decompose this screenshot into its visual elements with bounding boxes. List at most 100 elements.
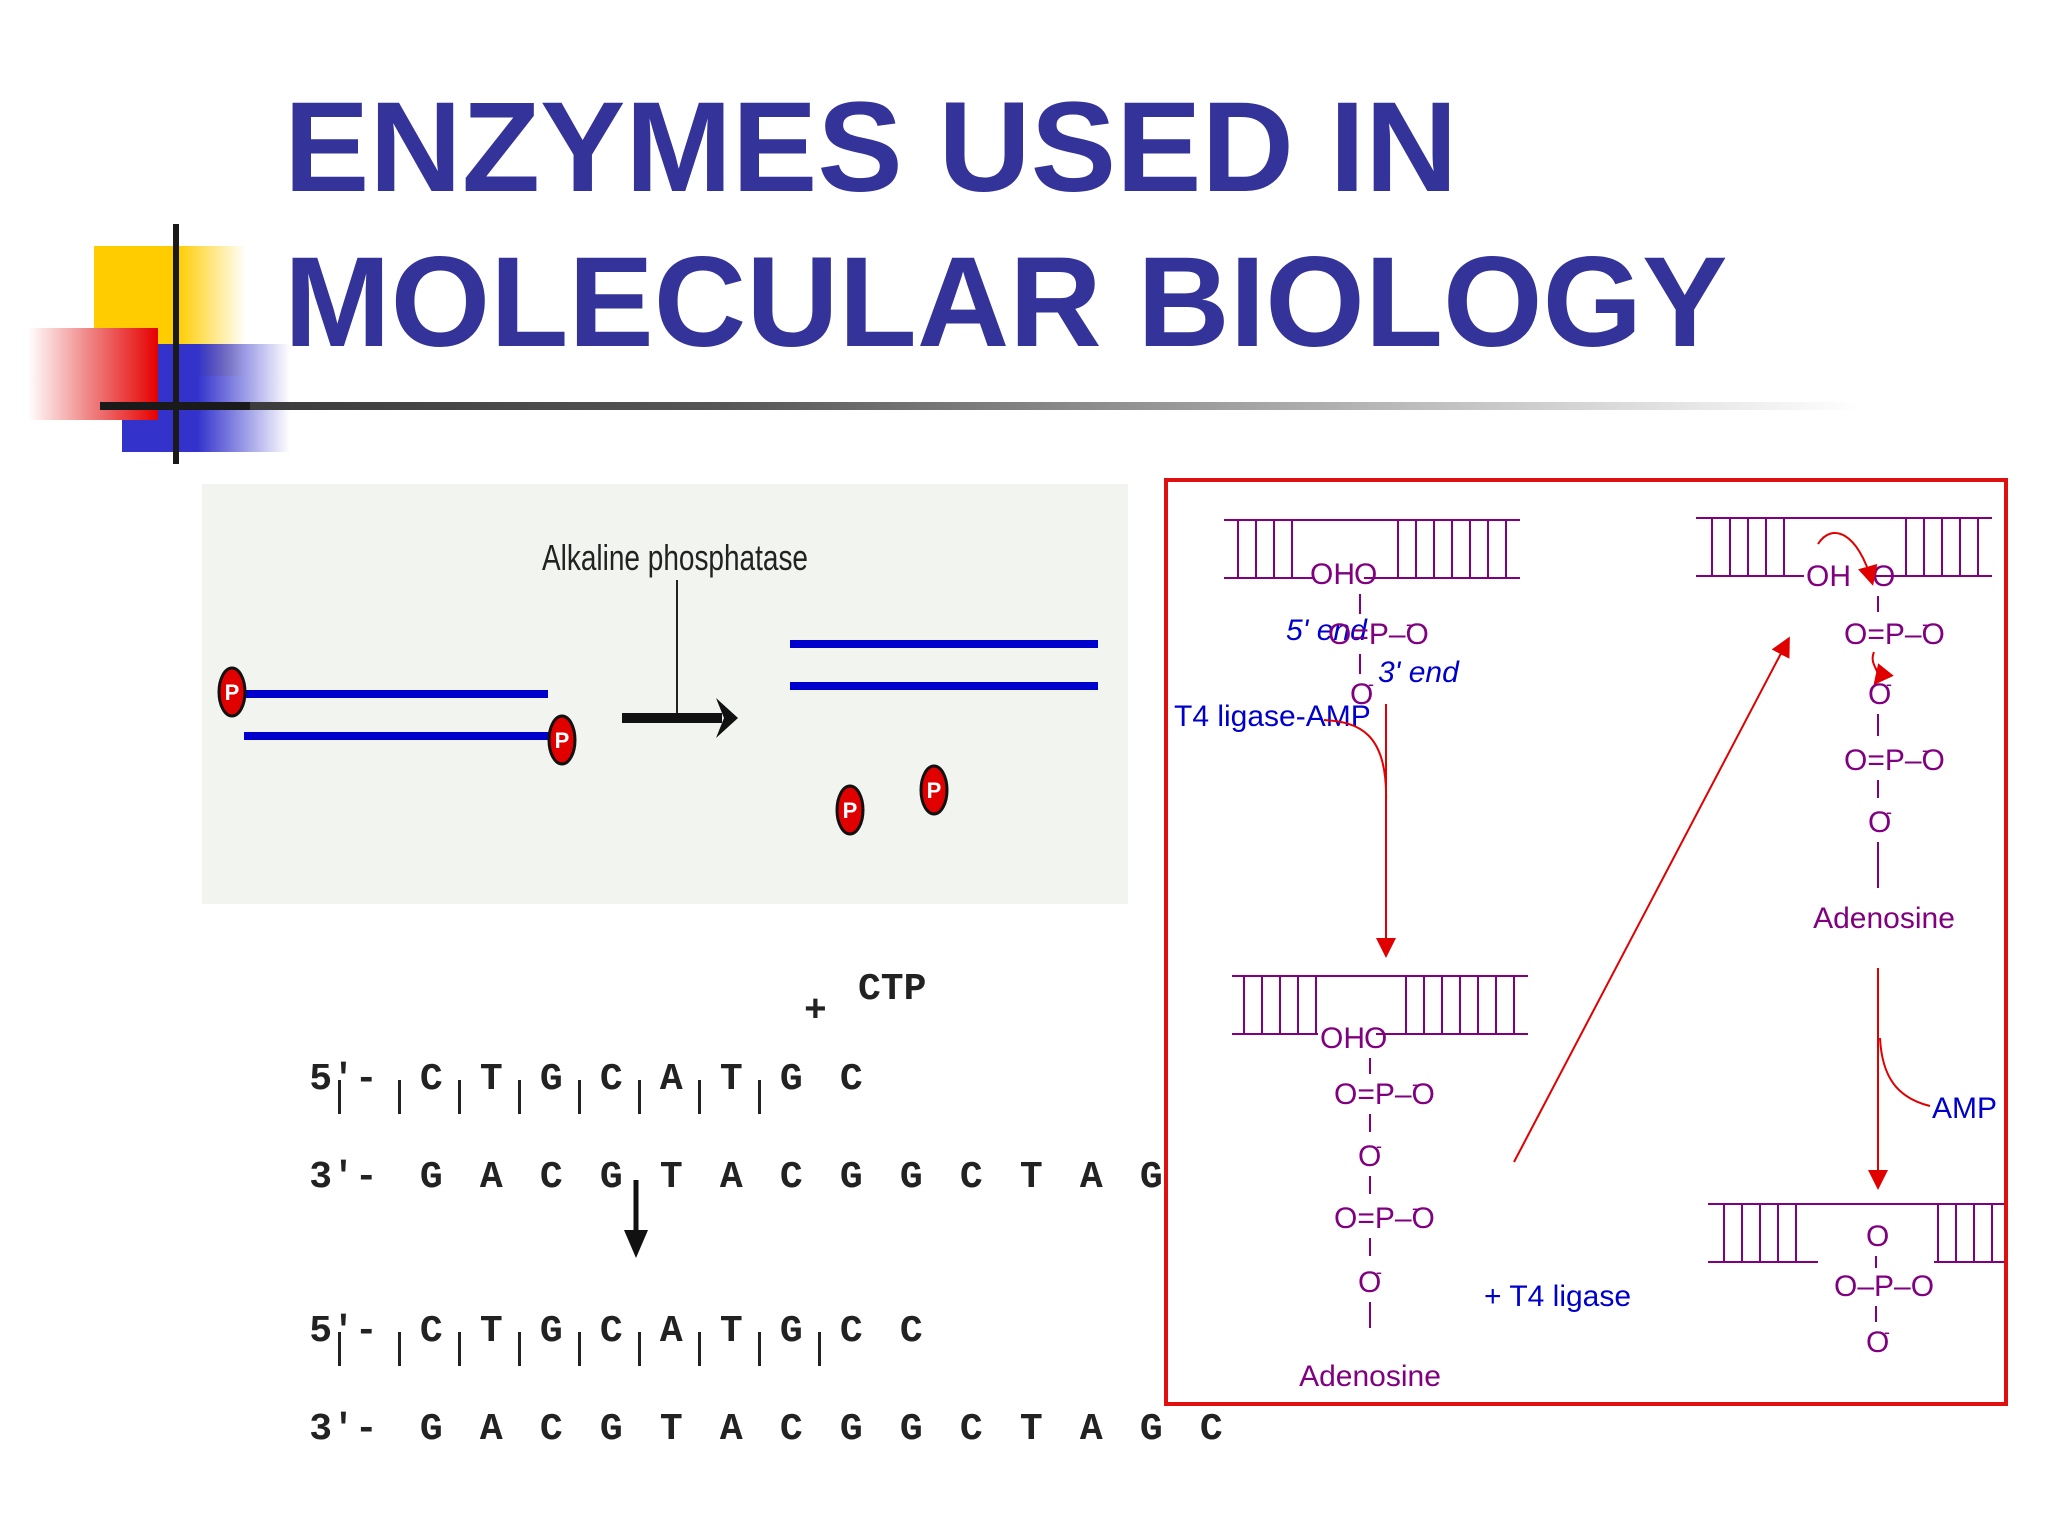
- nucleotide-base: G: [839, 1408, 863, 1451]
- base-pair-bond: [638, 1332, 641, 1366]
- oxygen-minus-label: O: [1358, 1266, 1381, 1299]
- base-pair-bond: [758, 1332, 761, 1366]
- base-pair-bond: [698, 1332, 701, 1366]
- oxygen-minus-label: O: [1350, 678, 1373, 711]
- nucleotide-base: C: [419, 1310, 443, 1353]
- nucleotide-base: C: [839, 1058, 863, 1101]
- phosphate-group-label: O=P–O: [1334, 1078, 1435, 1111]
- hydroxyl-label: OH: [1310, 558, 1355, 591]
- nucleotide-base: T: [1019, 1156, 1043, 1199]
- nucleotide-base: C: [779, 1408, 803, 1451]
- alkaline-phosphatase-diagram: Alkaline phosphatase P P P P: [202, 484, 1128, 904]
- phosphodiester-bond-label: O–P–O: [1834, 1270, 1934, 1303]
- adenosine-label: Adenosine: [1299, 1360, 1441, 1393]
- base-pair-bond: [638, 1080, 641, 1114]
- charge-minus: -: [1406, 614, 1412, 634]
- hydroxyl-label: OH: [1320, 1022, 1365, 1055]
- nucleotide-base: G: [779, 1058, 803, 1101]
- oxygen-minus-label: O: [1866, 1326, 1889, 1359]
- nucleotide-base: C: [959, 1408, 983, 1451]
- phosphate-group-label: O=P–O: [1844, 744, 1945, 777]
- nucleotide-base: T: [479, 1310, 503, 1353]
- nucleotide-base: T: [719, 1058, 743, 1101]
- base-pair-bond: [458, 1080, 461, 1114]
- svg-text:P: P: [843, 798, 858, 823]
- plus-t4-ligase-label: + T4 ligase: [1484, 1280, 1631, 1313]
- base-pair-bond: [758, 1080, 761, 1114]
- oxygen-label: O: [1872, 560, 1895, 593]
- nucleotide-base: G: [539, 1058, 563, 1101]
- base-pair-bond: [398, 1080, 401, 1114]
- down-arrow-icon: [624, 1180, 648, 1258]
- base-pair-bond: [338, 1080, 341, 1114]
- charge-minus: -: [1376, 1262, 1382, 1282]
- base-pair-bond: [398, 1332, 401, 1366]
- nucleotide-base: A: [659, 1058, 683, 1101]
- nucleotide-base: G: [419, 1156, 443, 1199]
- enzyme-label: Alkaline phosphatase: [542, 537, 808, 578]
- nucleotide-base: A: [719, 1156, 743, 1199]
- adenosine-label: Adenosine: [1813, 902, 1955, 935]
- title-line-1: ENZYMES USED IN: [284, 76, 1458, 219]
- nucleotide-base: C: [1199, 1408, 1223, 1451]
- oxygen-label: O: [1364, 1022, 1387, 1055]
- oxygen-label: O: [1354, 558, 1377, 591]
- nucleotide-base: A: [719, 1408, 743, 1451]
- nucleotide-base: G: [899, 1408, 923, 1451]
- five-prime-end-label: 5' end: [1286, 614, 1368, 647]
- nucleotide-base: T: [1019, 1408, 1043, 1451]
- amp-release-arrow: [1879, 1037, 1931, 1107]
- dna-ladder: [1696, 517, 1992, 577]
- charge-minus: -: [1412, 1198, 1418, 1218]
- released-phosphate: P: [919, 764, 949, 816]
- dna-nick-structures: [1224, 517, 2004, 1263]
- nucleotide-base: G: [779, 1310, 803, 1353]
- nucleotide-base: C: [899, 1310, 923, 1353]
- strand-prefix: 3'-: [309, 1408, 378, 1451]
- dna-ladder: [1224, 519, 1520, 579]
- nucleotide-base: G: [599, 1408, 623, 1451]
- svg-text:P: P: [225, 680, 240, 705]
- nucleophilic-attack-arrow: [1817, 532, 1878, 586]
- decor-cross-vertical: [173, 224, 179, 464]
- phosphate-group-label: O=P–O: [1844, 618, 1945, 651]
- base-pair-bond: [698, 1080, 701, 1114]
- charge-minus: -: [1886, 802, 1892, 822]
- nucleotide-base: C: [539, 1408, 563, 1451]
- phosphate-group: P: [217, 666, 247, 718]
- released-phosphate: P: [835, 784, 865, 836]
- nucleotide-base: C: [599, 1058, 623, 1101]
- hydroxyl-label: OH: [1806, 560, 1851, 593]
- dna-ladder: [1708, 1203, 2004, 1263]
- nucleotide-base: A: [1079, 1156, 1103, 1199]
- nucleotide-base: T: [719, 1310, 743, 1353]
- nucleotide-base: T: [659, 1408, 683, 1451]
- nucleotide-base: A: [659, 1310, 683, 1353]
- charge-minus: -: [1376, 1136, 1382, 1156]
- nucleotide-base: G: [419, 1408, 443, 1451]
- nucleotide-base: A: [479, 1408, 503, 1451]
- nucleotide-base: T: [479, 1058, 503, 1101]
- nucleotide-base: G: [539, 1310, 563, 1353]
- nucleotide-base: A: [1079, 1408, 1103, 1451]
- nucleotide-base: G: [899, 1156, 923, 1199]
- charge-minus: -: [1368, 674, 1374, 694]
- slide-title: ENZYMES USED IN MOLECULAR BIOLOGY: [284, 70, 1728, 380]
- charge-minus: -: [1886, 674, 1892, 694]
- t4-ligase-mechanism-diagram: OH O 5' end 3' end O=P–O - O - T4 ligase…: [1164, 478, 2008, 1406]
- base-pair-bond: [578, 1332, 581, 1366]
- charge-minus: -: [1922, 614, 1928, 634]
- phosphate-group-label: O=P–O: [1334, 1202, 1435, 1235]
- charge-minus: -: [1412, 1074, 1418, 1094]
- oxygen-label: O: [1866, 1220, 1889, 1253]
- base-pair-bond: [818, 1332, 821, 1366]
- base-pair-bond: [338, 1332, 341, 1366]
- phosphate-group: P: [547, 714, 577, 766]
- ctp-label: CTP: [858, 968, 927, 1011]
- svg-text:P: P: [927, 778, 942, 803]
- base-pair-bond: [458, 1332, 461, 1366]
